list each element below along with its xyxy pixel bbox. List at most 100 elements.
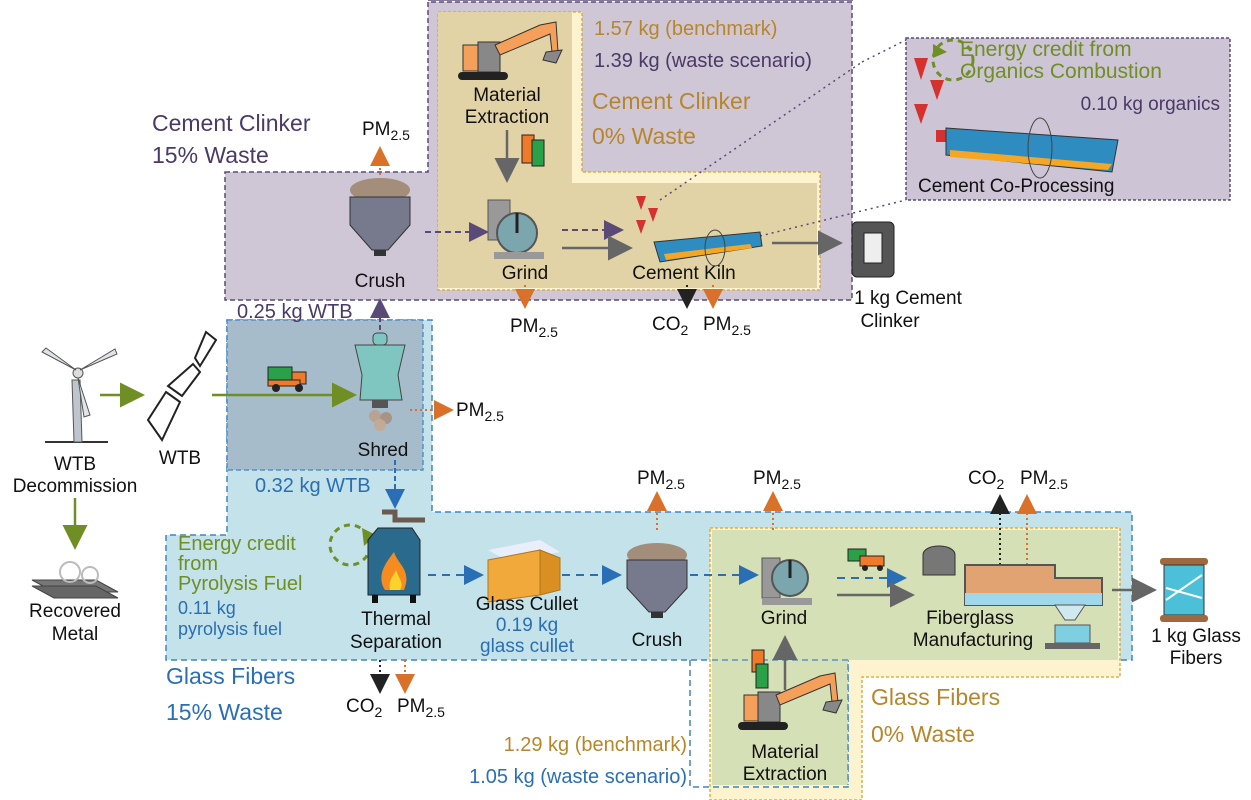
label-material-extraction-cement-line2: Extraction: [465, 107, 549, 128]
emission-label-thermal-co2: CO2: [346, 696, 383, 720]
svg-text:PM2.5: PM2.5: [362, 119, 410, 143]
glass-benchmark-quantity: 1.29 kg (benchmark): [504, 734, 687, 756]
region-cement-benchmark: [438, 12, 817, 288]
label-recovered-metal-line2: Metal: [52, 624, 98, 645]
cement-kiln-icon: [636, 196, 763, 267]
label-thermal-separation-line2: Separation: [350, 632, 442, 653]
label-glass-product-line2: Fibers: [1170, 648, 1223, 669]
inset-leader-bottom: [759, 199, 907, 237]
glass-cullet-box-icon: [487, 540, 561, 603]
svg-text:PM2.5: PM2.5: [456, 400, 504, 424]
crusher-glass-icon: [626, 543, 688, 618]
region-glass-waste-lower: [689, 660, 849, 788]
coprocessing-title: Cement Co-Processing: [918, 176, 1114, 197]
region-label-cement-waste-line1: Cement Clinker: [152, 110, 311, 136]
label-glass-cullet: Glass Cullet: [476, 594, 579, 615]
label-glass-cullet-amount-line1: 0.19 kg: [496, 615, 558, 636]
label-cement-product-line1: 1 kg Cement: [854, 288, 962, 309]
emission-label-thermal-pm: PM2.5: [397, 696, 445, 720]
pyrolysis-furnace-icon: [367, 509, 425, 603]
pyrolysis-amount-line2: pyrolysis fuel: [178, 619, 282, 639]
region-label-glass-waste-line2: 15% Waste: [166, 699, 283, 725]
emission-label-kiln-pm: PM2.5: [703, 314, 751, 338]
label-crush-cement: Crush: [355, 271, 406, 292]
svg-text:CO2: CO2: [968, 468, 1005, 492]
label-wtb: WTB: [159, 448, 201, 469]
emission-label-crush-cement: PM2.5: [362, 119, 410, 143]
region-label-cement-benchmark-line2: 0% Waste: [592, 123, 696, 149]
cement-bag-icon: [851, 221, 895, 278]
label-glass-product-line1: 1 kg Glass: [1151, 626, 1241, 647]
svg-text:PM2.5: PM2.5: [397, 696, 445, 720]
truck-glass-vertical-icon: [751, 649, 769, 689]
region-label-cement-waste-line2: 15% Waste: [152, 142, 269, 168]
emission-label-kiln-co2: CO2: [652, 314, 689, 338]
pyrolysis-credit-line1: Energy credit: [178, 533, 296, 555]
label-wtb-decommission-line1: WTB: [54, 454, 96, 475]
emission-label-grind-cement: PM2.5: [510, 316, 558, 340]
coprocessing-credit-line2: Organics Combustion: [960, 60, 1162, 83]
svg-text:PM2.5: PM2.5: [637, 468, 685, 492]
inset-leader-top: [861, 39, 907, 63]
dump-truck-icon: [267, 366, 307, 392]
emission-label-crush-glass: PM2.5: [637, 468, 685, 492]
label-grind-glass: Grind: [761, 608, 807, 629]
energy-credit-arrow-pyrolysis-icon: [362, 528, 376, 546]
grinder-cement-icon: [487, 199, 544, 259]
grinder-glass-icon: [761, 557, 812, 605]
svg-text:PM2.5: PM2.5: [753, 468, 801, 492]
region-label-glass-benchmark-line2: 0% Waste: [871, 721, 975, 747]
label-wtb-decommission-line2: Decommission: [13, 476, 138, 497]
label-material-extraction-cement-line1: Material: [473, 85, 541, 106]
label-material-extraction-glass-line1: Material: [751, 742, 819, 763]
truck-glass-icon: [847, 548, 885, 571]
energy-credit-loop-organics-icon: [931, 38, 975, 82]
label-cement-kiln: Cement Kiln: [632, 263, 736, 284]
wtb-blade-icon: [146, 330, 218, 442]
truck-cement-icon: [521, 134, 545, 167]
emission-label-grind-glass: PM2.5: [753, 468, 801, 492]
glass-fiber-spool-icon: [1160, 558, 1208, 622]
svg-text:CO2: CO2: [346, 696, 383, 720]
label-fiberglass-manufacturing-line2: Manufacturing: [913, 630, 1033, 651]
pyrolysis-credit-line2: from: [178, 553, 218, 575]
label-crush-glass: Crush: [632, 630, 683, 651]
wind-turbine-icon: [41, 347, 118, 443]
wtb-to-glass-quantity: 0.32 kg WTB: [255, 475, 371, 497]
svg-text:PM2.5: PM2.5: [510, 316, 558, 340]
label-grind-cement: Grind: [502, 263, 548, 284]
excavator-cement-icon: [458, 21, 563, 80]
label-thermal-separation-line1: Thermal: [361, 609, 431, 630]
shredder-icon: [354, 332, 406, 431]
glass-waste-scenario-quantity: 1.05 kg (waste scenario): [469, 766, 687, 788]
coprocessing-inset: [905, 37, 1231, 201]
region-label-glass-waste-line1: Glass Fibers: [166, 663, 295, 689]
label-fiberglass-manufacturing-line1: Fiberglass: [926, 608, 1014, 629]
cement-waste-scenario-quantity: 1.39 kg (waste scenario): [594, 50, 812, 72]
svg-text:PM2.5: PM2.5: [703, 314, 751, 338]
label-glass-cullet-amount-line2: glass cullet: [480, 636, 575, 657]
coprocessing-credit-line1: Energy credit from: [960, 38, 1132, 61]
emission-label-fiberglass-pm: PM2.5: [1020, 468, 1068, 492]
label-cement-product-line2: Clinker: [860, 311, 920, 332]
label-recovered-metal-line1: Recovered: [29, 601, 121, 622]
energy-credit-arrow-organics-icon: [933, 44, 947, 58]
coprocessing-kiln-icon: [914, 58, 1119, 179]
crusher-cement-icon: [349, 178, 411, 256]
emission-label-shred: PM2.5: [456, 400, 504, 424]
region-label-cement-benchmark-line1: Cement Clinker: [592, 88, 751, 114]
recovered-metal-icon: [31, 561, 119, 599]
wtb-to-cement-quantity: 0.25 kg WTB: [237, 301, 353, 323]
pyrolysis-amount-line1: 0.11 kg: [178, 598, 236, 618]
cement-benchmark-quantity: 1.57 kg (benchmark): [594, 18, 777, 40]
coprocessing-organics: 0.10 kg organics: [1081, 94, 1220, 115]
fiberglass-furnace-icon: [922, 545, 1103, 649]
label-material-extraction-glass-line2: Extraction: [743, 764, 827, 785]
svg-text:PM2.5: PM2.5: [1020, 468, 1068, 492]
label-shred: Shred: [358, 440, 409, 461]
pyrolysis-credit-line3: Pyrolysis Fuel: [178, 573, 302, 595]
excavator-glass-icon: [738, 672, 843, 730]
svg-text:CO2: CO2: [652, 314, 689, 338]
emission-label-fiberglass-co2: CO2: [968, 468, 1005, 492]
